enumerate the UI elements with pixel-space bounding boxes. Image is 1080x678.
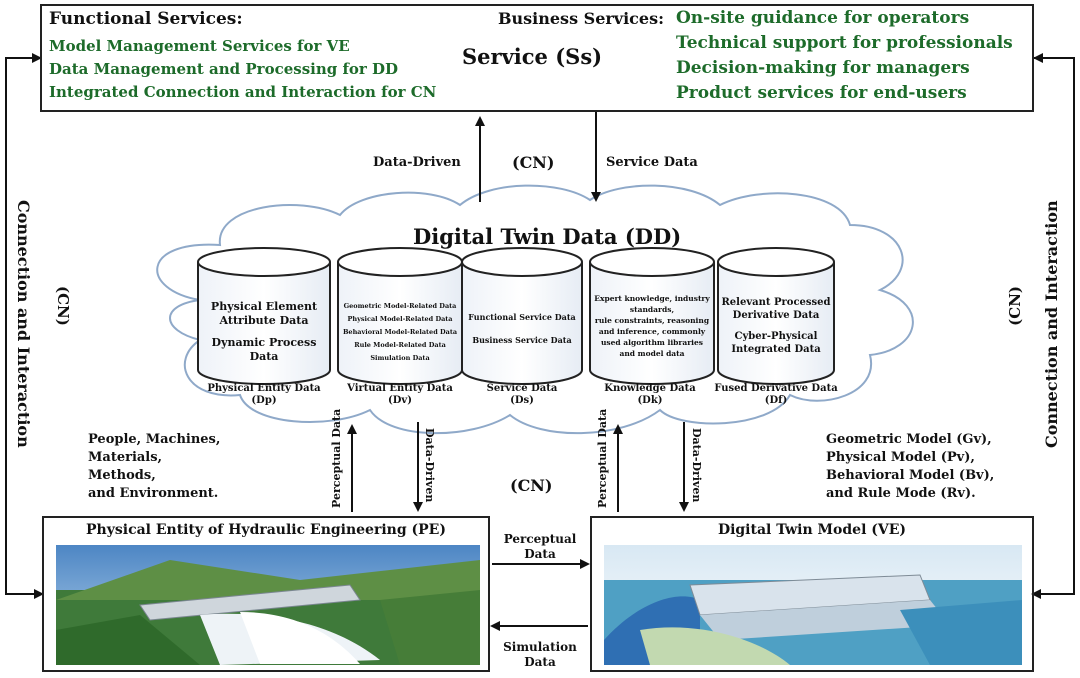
label-data-driven-left: Data-Driven [423,428,436,503]
cylinder-dv-text: Geometric Model-Related Data Physical Mo… [340,300,460,365]
cylinder-dv [337,247,463,385]
label-perceptual-left: Perceptual Data [330,408,343,508]
business-item-4: Product services for end-users [676,83,967,103]
ve-title: Digital Twin Model (VE) [717,522,907,538]
label-simulation-h1: Simulation [503,640,577,654]
right-note-line-3: Behavioral Model (Bv), [826,468,995,483]
label-perceptual-right: Perceptual Data [596,408,609,508]
df-line-2: Derivative Data [732,310,820,321]
functional-item-1: Model Management Services for VE [49,37,350,55]
left-note-line-4: and Environment. [88,486,219,501]
dk-line-1: Expert knowledge, industry [594,294,710,303]
dv-line-2: Physical Model-Related Data [347,315,453,323]
caption-ds-abbr: (Ds) [510,395,534,406]
service-title: Service (Ss) [462,44,603,69]
cylinder-dk [589,247,715,385]
ds-line-1: Functional Service Data [468,312,576,322]
label-left-cn: (CN) [54,286,72,326]
cylinder-dp-text: Physical Element Attribute Data Dynamic … [200,300,328,364]
caption-dv-name: Virtual Entity Data [347,383,453,394]
caption-df-name: Fused Derivative Data [714,383,838,394]
dk-line-3: rule constraints, reasoning [594,316,710,325]
caption-dp-abbr: (Dp) [251,395,277,406]
caption-dk-abbr: (Dk) [637,395,663,406]
business-item-1: On-site guidance for operators [676,8,970,28]
dp-line-3 [200,328,328,336]
dp-line-1: Physical Element [210,300,318,313]
df-line-4: Cyber-Physical [734,331,818,342]
caption-df: Fused Derivative Data (Df) [706,383,846,407]
label-right-connection: Connection and Interaction [1042,200,1061,448]
label-simulation-h2: Data [524,655,556,669]
service-box [40,4,1034,112]
cylinder-ds [461,247,583,385]
label-right-cn: (CN) [1006,286,1024,326]
dp-line-4: Dynamic Process [211,336,317,349]
caption-dp-name: Physical Entity Data [207,383,321,394]
functional-item-2: Data Management and Processing for DD [49,60,399,78]
dd-title: Digital Twin Data (DD) [413,224,682,249]
label-data-driven-top: Data-Driven [373,155,461,170]
pe-box [42,516,490,672]
functional-item-3: Integrated Connection and Interaction fo… [49,83,437,101]
df-line-5: Integrated Data [731,344,821,355]
dp-line-5: Data [249,350,279,363]
dk-line-6: and model data [619,349,685,358]
ds-line-3: Business Service Data [472,335,572,345]
caption-df-abbr: (Df) [764,395,788,406]
df-line-1: Relevant Processed [721,297,831,308]
business-services-title: Business Services: [498,9,665,28]
business-item-3: Decision-making for managers [676,58,970,78]
caption-dk-name: Knowledge Data [604,383,696,394]
label-data-driven-right: Data-Driven [690,428,703,503]
pe-title: Physical Entity of Hydraulic Engineering… [86,522,446,538]
right-note-line-2: Physical Model (Pv), [826,450,975,465]
dv-line-1: Geometric Model-Related Data [343,302,457,310]
caption-dv: Virtual Entity Data (Dv) [330,383,470,407]
ve-box [590,516,1034,672]
right-note-line-4: and Rule Mode (Rv). [826,486,976,501]
functional-services-title: Functional Services: [49,9,243,29]
left-note-line-1: People, Machines, [88,432,221,447]
cylinder-df [717,247,835,385]
right-note-line-1: Geometric Model (Gv), [826,432,992,447]
label-left-connection: Connection and Interaction [14,200,33,448]
caption-dp: Physical Entity Data (Dp) [194,383,334,407]
ve-model-image [604,545,1022,665]
label-perceptual-h1: Perceptual [503,532,577,546]
dv-line-5: Simulation Data [370,354,430,362]
left-note-line-3: Methods, [88,468,156,483]
dv-line-3: Behavioral Model-Related Data [342,328,458,336]
caption-ds: Service Data (Ds) [452,383,592,407]
pe-dam-image [56,545,480,665]
label-perceptual-h2: Data [524,547,556,561]
business-item-2: Technical support for professionals [676,33,1013,53]
label-service-data: Service Data [606,155,698,170]
ds-line-2 [464,323,580,335]
label-cn-top: (CN) [512,153,555,172]
dp-line-2: Attribute Data [219,314,309,327]
caption-dk: Knowledge Data (Dk) [580,383,720,407]
dk-line-2: standards, [629,305,675,314]
label-cn-bottom: (CN) [510,476,553,495]
cylinder-dp [197,247,331,385]
right-note: Geometric Model (Gv), Physical Model (Pv… [826,431,994,503]
label-simulation-horizontal: Simulation Data [490,640,590,670]
label-perceptual-horizontal: Perceptual Data [490,532,590,562]
dv-line-4: Rule Model-Related Data [354,341,446,349]
caption-dv-abbr: (Dv) [388,395,412,406]
cylinder-dk-text: Expert knowledge, industry standards, ru… [590,293,714,359]
dk-line-5: used algorithm libraries [600,338,704,347]
caption-ds-name: Service Data [486,383,558,394]
dk-line-4: and inference, commonly [598,327,706,336]
left-note-line-2: Materials, [88,450,163,465]
left-note: People, Machines, Materials, Methods, an… [88,431,220,503]
cylinder-df-text: Relevant Processed Derivative Data Cyber… [718,296,834,356]
cylinder-ds-text: Functional Service Data Business Service… [464,312,580,346]
df-line-3 [718,322,834,330]
